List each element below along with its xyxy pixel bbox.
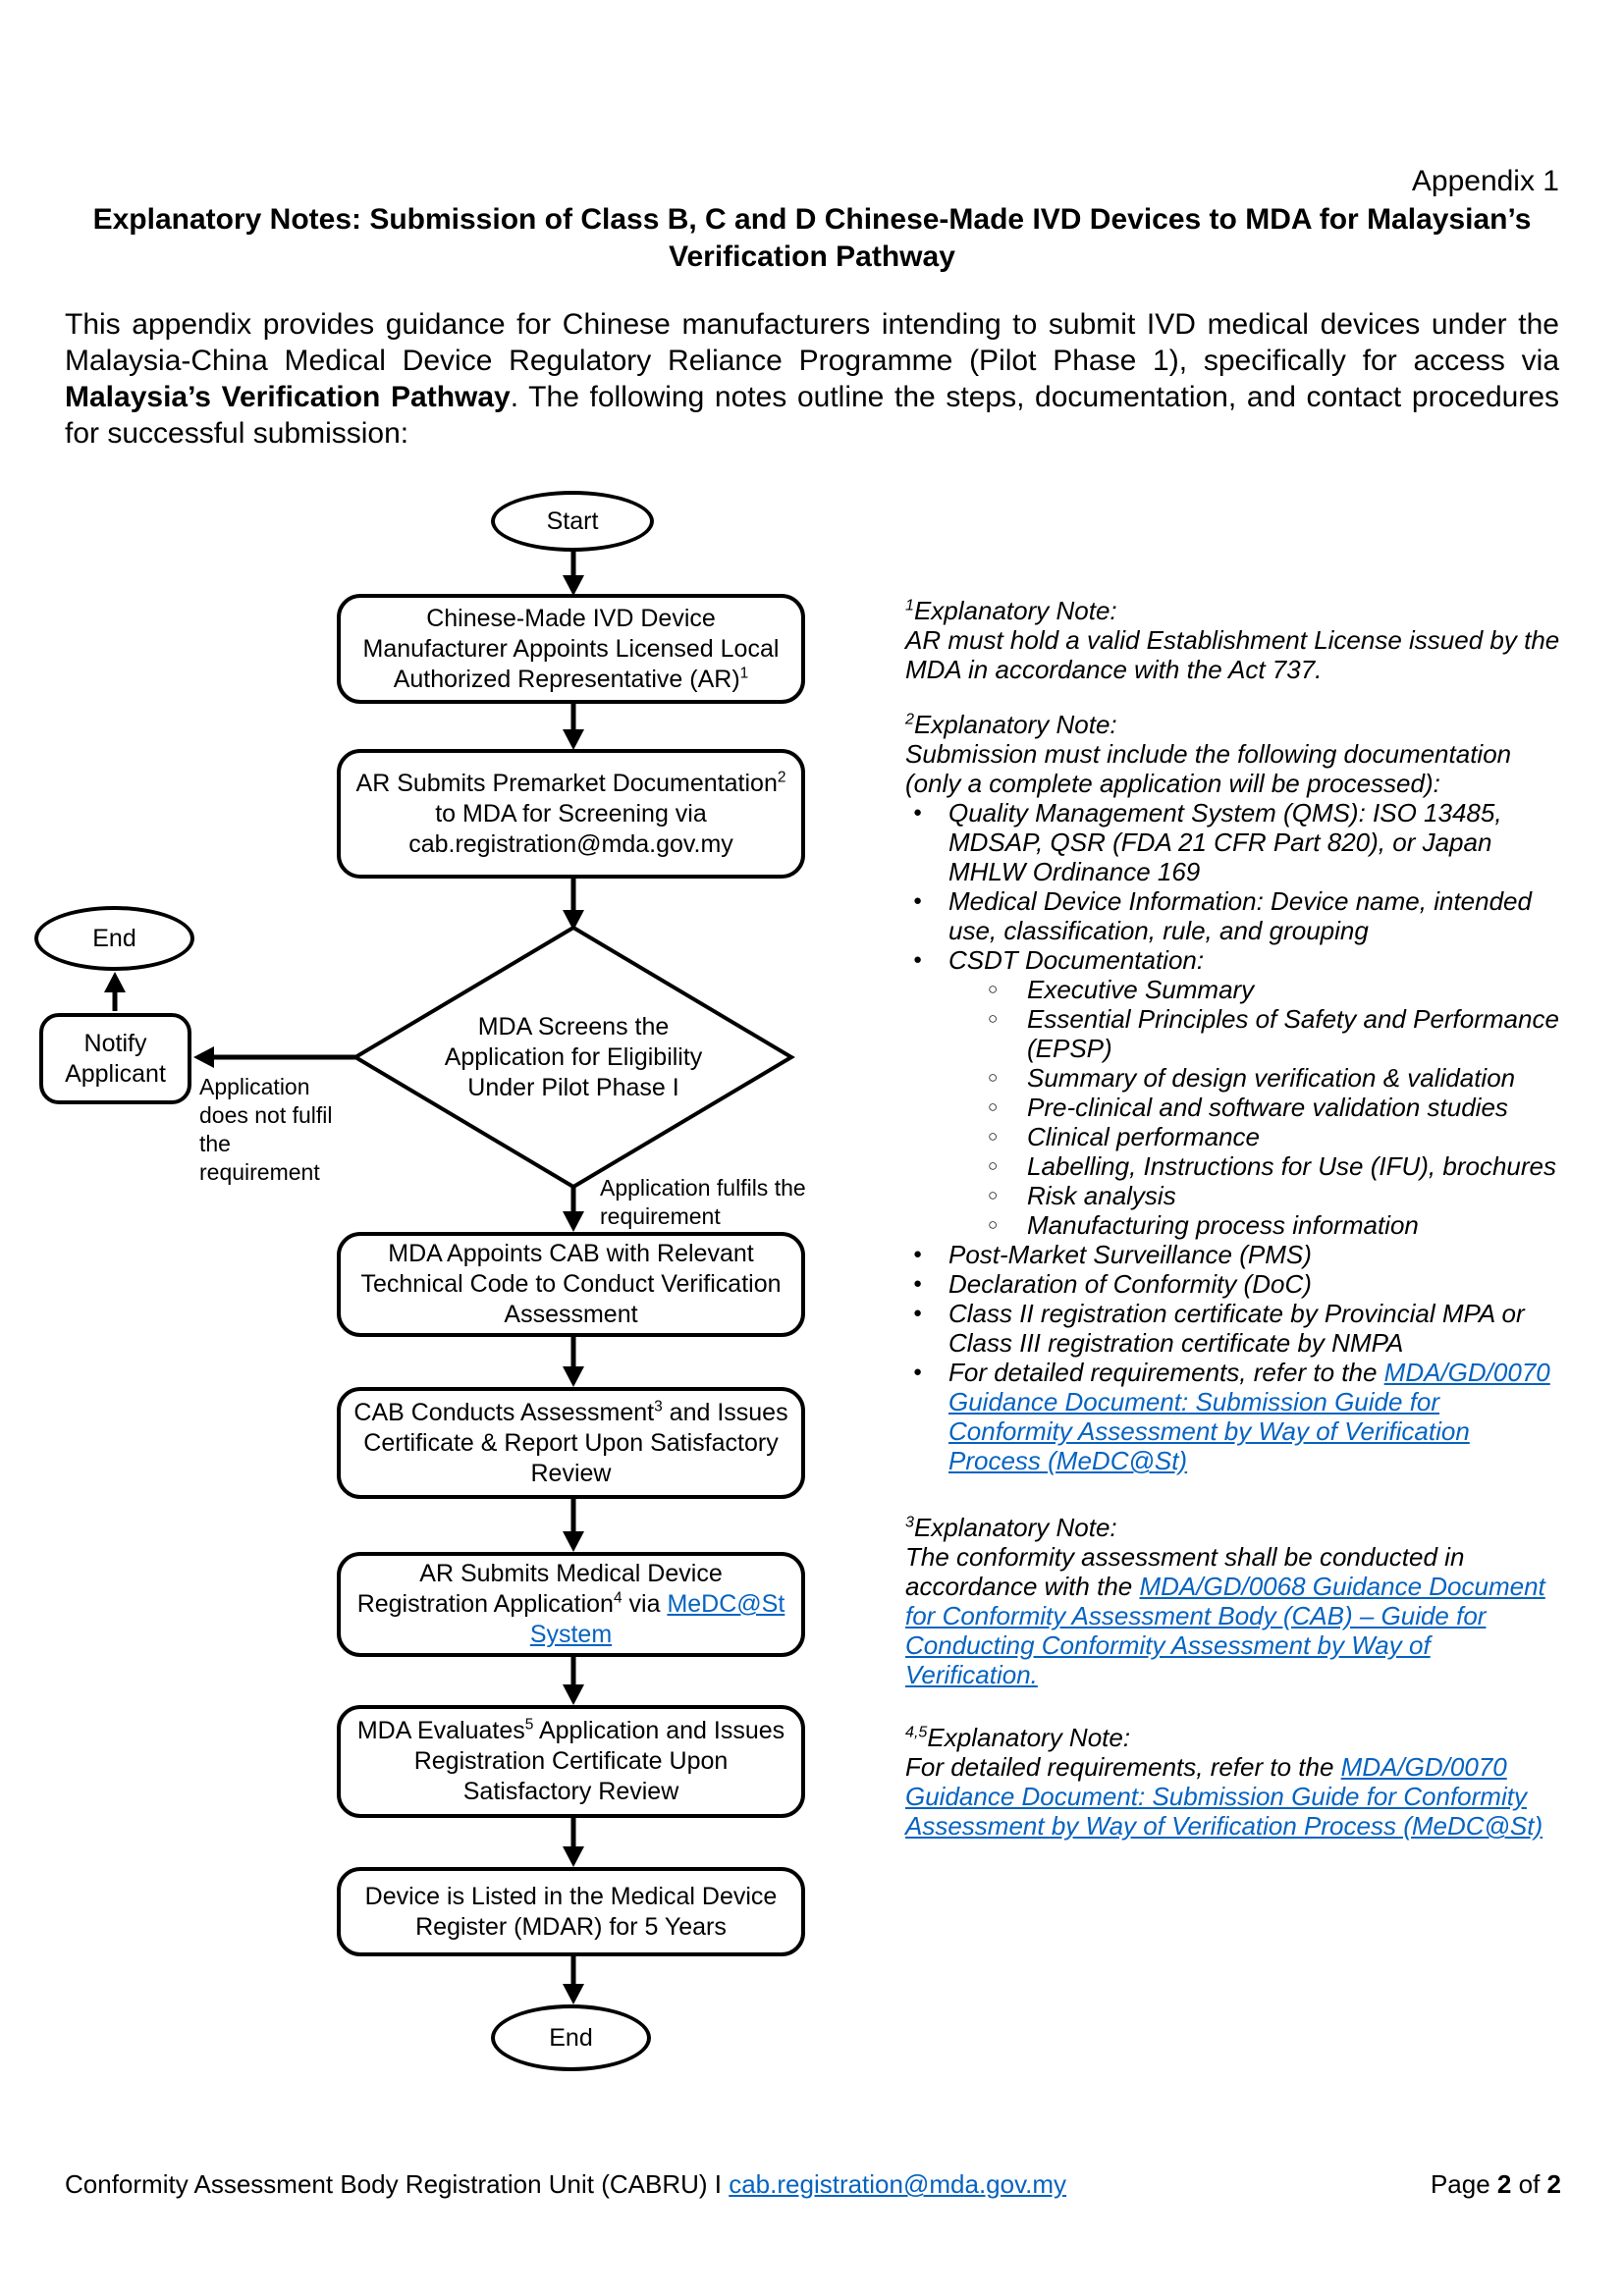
sub-list-item: ○Essential Principles of Safety and Perf… [988, 1004, 1559, 1063]
flow-end-bottom-label: End [549, 2023, 593, 2052]
list-item: ●CSDT Documentation: [905, 945, 1565, 975]
sub-list-item: ○Risk analysis [988, 1181, 1176, 1210]
bullet-icon: ● [913, 1305, 923, 1321]
note-3-body: The conformity assessment shall be condu… [905, 1542, 1545, 1689]
note-4-5-body: For detailed requirements, refer to the … [905, 1752, 1543, 1841]
flow-step-mda-evaluation-label: MDA Evaluates5 Application and Issues Re… [356, 1716, 785, 1805]
footer-org-text: Conformity Assessment Body Registration … [65, 2169, 730, 2199]
circle-bullet-icon: ○ [988, 980, 999, 998]
footnote-ref-2: 2 [777, 769, 786, 786]
flow-step-appoint-ar: Chinese-Made IVD Device Manufacturer App… [337, 594, 805, 704]
flow-end-bottom-terminator: End [491, 2004, 651, 2071]
list-item: ●Class II registration certificate by Pr… [905, 1299, 1565, 1358]
footnote-ref-5: 5 [524, 1716, 534, 1734]
list-item: ●For detailed requirements, refer to the… [905, 1358, 1565, 1475]
flow-step-notify-applicant: Notify Applicant [39, 1013, 191, 1104]
flow-step-cab-assessment-label: CAB Conducts Assessment3 and Issues Cert… [353, 1398, 788, 1487]
explanatory-note-4-5: 4,5Explanatory Note: For detailed requir… [905, 1723, 1565, 1841]
appendix-label: Appendix 1 [1411, 165, 1559, 197]
intro-text-1: This appendix provides guidance for Chin… [65, 308, 1559, 377]
page-total: 2 [1546, 2169, 1561, 2199]
circle-bullet-icon: ○ [988, 1127, 999, 1146]
flow-step-mda-evaluation: MDA Evaluates5 Application and Issues Re… [337, 1705, 805, 1818]
flow-step-premarket-submission: AR Submits Premarket Documentation2 to M… [337, 749, 805, 879]
page-title: Explanatory Notes: Submission of Class B… [65, 201, 1559, 276]
flow-step-notify-applicant-label: Notify Applicant [65, 1029, 166, 1088]
footer-email-link[interactable]: cab.registration@mda.gov.my [729, 2169, 1067, 2199]
sub-list-item: ○Clinical performance [988, 1122, 1260, 1151]
explanatory-note-3: 3Explanatory Note: The conformity assess… [905, 1513, 1565, 1689]
flow-step-cab-assessment: CAB Conducts Assessment3 and Issues Cert… [337, 1387, 805, 1499]
circle-bullet-icon: ○ [988, 1186, 999, 1204]
flow-branch-label-fulfils: Application fulfils the requirement [600, 1175, 806, 1229]
decision-diamond-shape [352, 925, 795, 1190]
intro-text-bold: Malaysia’s Verification Pathway [65, 381, 511, 413]
bullet-icon: ● [913, 1275, 923, 1292]
flow-step-registration-application: AR Submits Medical Device Registration A… [337, 1552, 805, 1657]
mda-gd-0068-link[interactable]: MDA/GD/0068 Guidance Document for Confor… [905, 1572, 1545, 1689]
flow-step-device-listed-label: Device is Listed in the Medical Device R… [364, 1882, 778, 1941]
flow-step-appoint-cab: MDA Appoints CAB with Relevant Technical… [337, 1232, 805, 1337]
circle-bullet-icon: ○ [988, 1097, 999, 1116]
page-title-line2: Verification Pathway [669, 240, 955, 273]
page-current: 2 [1496, 2169, 1512, 2199]
list-item: ●Declaration of Conformity (DoC) [905, 1269, 1565, 1299]
flow-decision-screening: MDA Screens the Application for Eligibil… [421, 990, 726, 1124]
sub-list-item: ○Summary of design verification & valida… [988, 1063, 1516, 1093]
page-title-line1: Explanatory Notes: Submission of Class B… [92, 203, 1532, 236]
sub-list-item: ○Labelling, Instructions for Use (IFU), … [988, 1151, 1556, 1181]
mda-gd-0070-link-2[interactable]: MDA/GD/0070 Guidance Document: Submissio… [905, 1752, 1543, 1841]
note-2-body: Submission must include the following do… [905, 739, 1512, 798]
footnote-ref-3: 3 [654, 1398, 663, 1415]
flow-step-appoint-ar-label: Chinese-Made IVD Device Manufacturer App… [362, 604, 780, 693]
bullet-icon: ● [913, 1363, 923, 1380]
intro-paragraph: This appendix provides guidance for Chin… [65, 306, 1559, 452]
flow-start-label: Start [546, 507, 599, 535]
flow-step-premarket-submission-label: AR Submits Premarket Documentation2 to M… [355, 769, 786, 858]
circle-bullet-icon: ○ [988, 1156, 999, 1175]
note-2-heading: 2Explanatory Note: [905, 710, 1117, 739]
flow-step-registration-application-label: AR Submits Medical Device Registration A… [356, 1560, 785, 1648]
bullet-icon: ● [913, 804, 923, 821]
flow-start-terminator: Start [491, 491, 654, 552]
list-item: ●Quality Management System (QMS): ISO 13… [905, 798, 1565, 886]
bullet-icon: ● [913, 1246, 923, 1262]
flow-decision-screening-label: MDA Screens the Application for Eligibil… [444, 1012, 703, 1101]
circle-bullet-icon: ○ [988, 1009, 999, 1028]
footnote-ref-1: 1 [739, 665, 749, 682]
intro-text-2: . The following notes outline the steps,… [65, 381, 1560, 450]
flow-branch-label-not-fulfil: Application does not fulfil the requirem… [199, 1074, 333, 1185]
footer-page-number: Page 2 of 2 [1430, 2169, 1561, 2199]
explanatory-note-1: 1Explanatory Note: AR must hold a valid … [905, 596, 1565, 684]
flow-end-left-terminator: End [34, 906, 194, 971]
footnote-ref-4: 4 [613, 1589, 623, 1607]
circle-bullet-icon: ○ [988, 1068, 999, 1087]
bullet-icon: ● [913, 892, 923, 909]
note-1-body: AR must hold a valid Establishment Licen… [905, 625, 1560, 684]
sub-list-item: ○Pre-clinical and software validation st… [988, 1093, 1508, 1122]
note-3-heading: 3Explanatory Note: [905, 1513, 1117, 1542]
mda-gd-0070-link[interactable]: MDA/GD/0070 Guidance Document: Submissio… [948, 1358, 1550, 1475]
flow-end-left-label: End [92, 924, 136, 952]
list-item: ●Post-Market Surveillance (PMS) [905, 1240, 1565, 1269]
medcst-system-link[interactable]: MeDC@St System [529, 1590, 785, 1648]
circle-bullet-icon: ○ [988, 1215, 999, 1234]
explanatory-notes-column: 1Explanatory Note: AR must hold a valid … [905, 596, 1565, 1866]
note-4-5-heading: 4,5Explanatory Note: [905, 1723, 1131, 1752]
sub-list-item: ○Executive Summary [988, 975, 1255, 1004]
note-1-heading: 1Explanatory Note: [905, 596, 1117, 625]
explanatory-note-2: 2Explanatory Note: Submission must inclu… [905, 710, 1565, 1475]
flow-step-device-listed: Device is Listed in the Medical Device R… [337, 1867, 805, 1956]
sub-list-item: ○Manufacturing process information [988, 1210, 1419, 1240]
flow-step-appoint-cab-label: MDA Appoints CAB with Relevant Technical… [360, 1240, 782, 1328]
footer-org-line: Conformity Assessment Body Registration … [65, 2169, 1066, 2200]
list-item: ●Medical Device Information: Device name… [905, 886, 1565, 945]
bullet-icon: ● [913, 951, 923, 968]
